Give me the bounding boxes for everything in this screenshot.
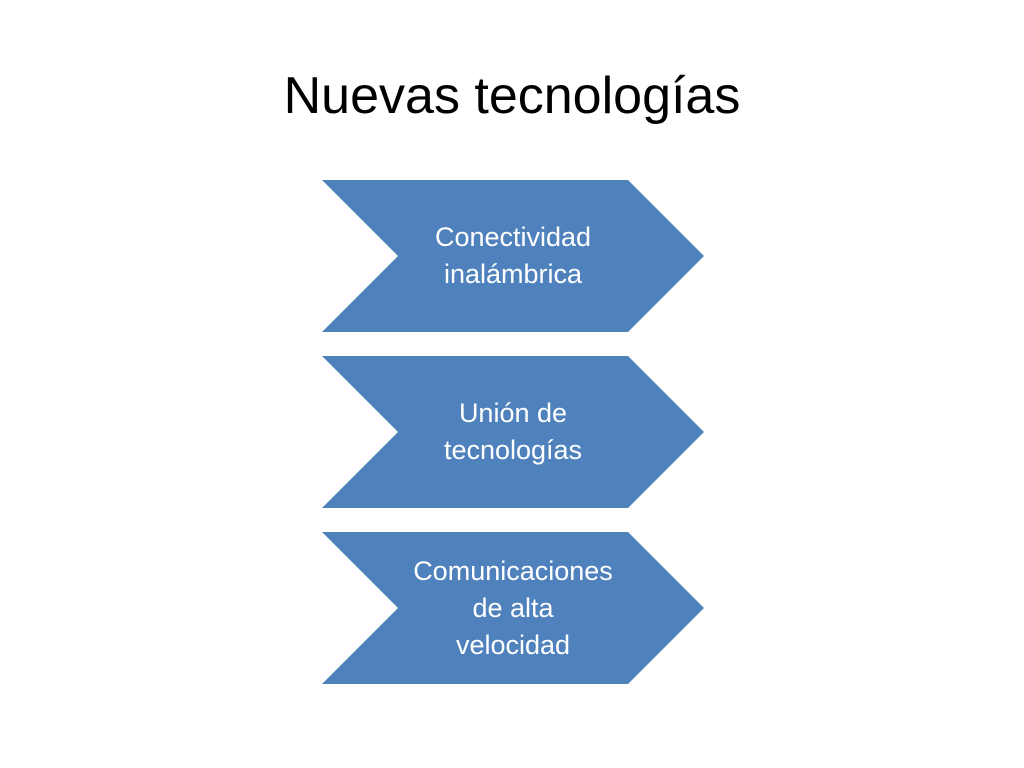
chevron-step-3: Comunicaciones de alta velocidad: [322, 532, 704, 684]
chevron-polygon-2: [322, 356, 704, 508]
chevron-shape-1: [322, 180, 704, 332]
chevron-shape-3: [322, 532, 704, 684]
slide-title: Nuevas tecnologías: [283, 67, 741, 125]
chevron-label-1: Conectividad inalámbrica: [434, 222, 592, 289]
chevron-step-2: Unión de tecnologías: [322, 356, 704, 508]
chevron-step-1: Conectividad inalámbrica: [322, 180, 704, 332]
chevron-label-3: Comunicaciones de alta velocidad: [413, 555, 613, 660]
chevron-polygon-1: [322, 180, 704, 332]
chevron-shape-2: [322, 356, 704, 508]
chevron-label-2: Unión de tecnologías: [443, 398, 583, 465]
chevron-polygon-3: [322, 532, 704, 684]
